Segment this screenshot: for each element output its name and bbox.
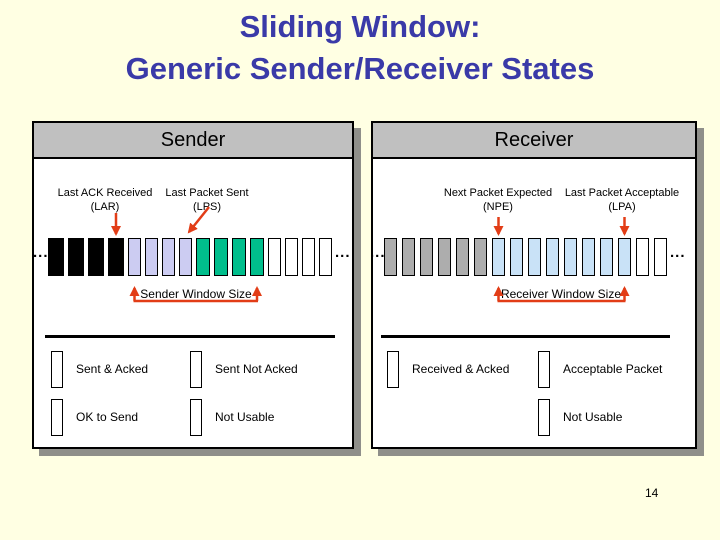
packet-cell-sent-acked <box>88 238 104 276</box>
packet-cell-sent-acked <box>108 238 124 276</box>
sent-not-acked-swatch <box>190 350 202 388</box>
packet-cell-acceptable <box>582 238 595 276</box>
packet-cell-received-acked <box>402 238 415 276</box>
npe-label-abbr: (NPE) <box>483 201 513 213</box>
page-number: 14 <box>645 486 659 500</box>
legend-item: Sent Not Acked <box>190 350 298 388</box>
legend-label: Received & Acked <box>412 362 510 376</box>
packet-cell-acceptable <box>600 238 613 276</box>
sender-ellipsis-left: ... <box>33 244 49 261</box>
receiver-panel: Receiver <box>371 121 697 449</box>
legend-item: Received & Acked <box>387 350 509 388</box>
sender-panel: Sender <box>32 121 354 449</box>
sent-acked-swatch <box>51 350 63 388</box>
packet-cell-sent-not-acked <box>128 238 141 276</box>
receiver-window-size-label: Receiver Window Size <box>500 287 622 301</box>
legend-item: Not Usable <box>190 398 274 436</box>
lps-label: Last Packet Sent (LPS) <box>147 186 267 214</box>
packet-cell-not-usable <box>285 238 298 276</box>
packet-cell-not-usable <box>654 238 667 276</box>
sender-panel-header: Sender <box>34 123 352 159</box>
packet-cell-acceptable <box>618 238 631 276</box>
receiver-packet-row <box>384 238 667 276</box>
packet-cell-sent-acked <box>48 238 64 276</box>
packet-cell-ok-to-send <box>232 238 246 276</box>
packet-cell-ok-to-send <box>250 238 264 276</box>
packet-cell-acceptable <box>546 238 559 276</box>
legend-item: Not Usable <box>538 398 622 436</box>
title-line-2: Generic Sender/Receiver States <box>125 51 595 86</box>
sender-window-size-label: Sender Window Size <box>140 287 252 301</box>
lps-label-name: Last Packet Sent <box>165 187 249 199</box>
packet-cell-received-acked <box>438 238 451 276</box>
not-usable-swatch <box>190 398 202 436</box>
packet-cell-not-usable <box>636 238 649 276</box>
packet-cell-received-acked <box>420 238 433 276</box>
npe-label: Next Packet Expected (NPE) <box>428 186 568 214</box>
legend-item: Sent & Acked <box>51 350 148 388</box>
packet-cell-received-acked <box>456 238 469 276</box>
packet-cell-sent-not-acked <box>145 238 158 276</box>
sender-panel-title: Sender <box>160 128 226 151</box>
legend-item: OK to Send <box>51 398 138 436</box>
packet-cell-sent-not-acked <box>179 238 192 276</box>
packet-cell-received-acked <box>384 238 397 276</box>
lar-label-abbr: (LAR) <box>90 201 120 213</box>
packet-cell-acceptable <box>528 238 541 276</box>
legend-label: Sent Not Acked <box>215 362 298 376</box>
receiver-ellipsis-right: ... <box>670 244 686 261</box>
legend-item: Acceptable Packet <box>538 350 662 388</box>
not-usable-swatch <box>538 398 550 436</box>
packet-cell-not-usable <box>268 238 281 276</box>
legend-label: Sent & Acked <box>76 362 149 376</box>
packet-cell-ok-to-send <box>196 238 210 276</box>
packet-cell-sent-acked <box>68 238 84 276</box>
lpa-label-abbr: (LPA) <box>608 201 636 213</box>
packet-cell-not-usable <box>319 238 332 276</box>
legend-label: Not Usable <box>563 410 623 424</box>
legend-label: OK to Send <box>76 410 139 424</box>
packet-cell-acceptable <box>564 238 577 276</box>
sender-legend-divider <box>45 335 335 338</box>
receiver-panel-title: Receiver <box>494 128 574 151</box>
packet-cell-sent-not-acked <box>162 238 175 276</box>
lps-label-abbr: (LPS) <box>192 201 222 213</box>
ok-to-send-swatch <box>51 398 63 436</box>
received-acked-swatch <box>387 350 399 388</box>
acceptable-packet-swatch <box>538 350 550 388</box>
lpa-label: Last Packet Acceptable (LPA) <box>552 186 692 214</box>
lar-label: Last ACK Received (LAR) <box>40 186 170 214</box>
receiver-legend-divider <box>381 335 670 338</box>
slide-title: Sliding Window: Generic Sender/Receiver … <box>0 6 720 90</box>
sender-packet-row <box>48 238 332 276</box>
packet-cell-not-usable <box>302 238 315 276</box>
sender-ellipsis-right: ... <box>335 244 351 261</box>
title-line-1: Sliding Window: <box>239 9 481 44</box>
packet-cell-received-acked <box>474 238 487 276</box>
lpa-label-name: Last Packet Acceptable <box>564 187 680 199</box>
legend-label: Acceptable Packet <box>563 362 663 376</box>
npe-label-name: Next Packet Expected <box>443 187 553 199</box>
packet-cell-acceptable <box>492 238 505 276</box>
lar-label-name: Last ACK Received <box>57 187 153 199</box>
receiver-ellipsis-left: ... <box>370 244 386 261</box>
legend-label: Not Usable <box>215 410 275 424</box>
packet-cell-ok-to-send <box>214 238 228 276</box>
receiver-panel-header: Receiver <box>373 123 695 159</box>
packet-cell-acceptable <box>510 238 523 276</box>
